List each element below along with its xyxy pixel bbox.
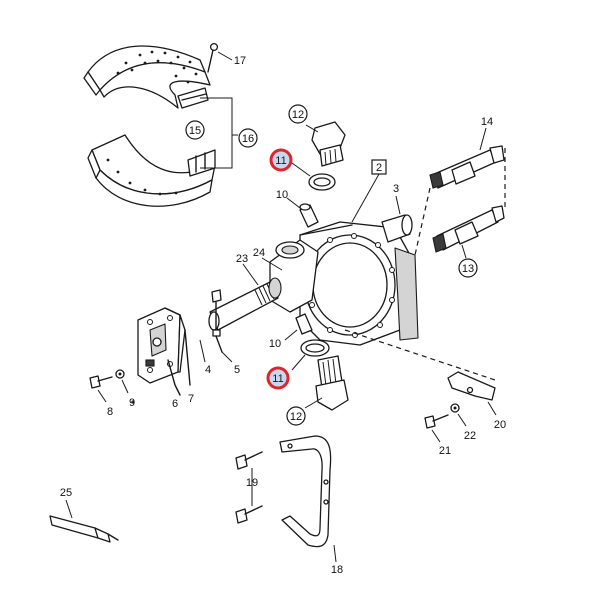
seal-11-upper-part (291, 162, 336, 191)
label-10-upper: 10 (276, 189, 288, 201)
cam-12-lower-part (304, 355, 349, 411)
bracket-18-part (279, 435, 337, 563)
slack-adjuster-13-part (432, 205, 505, 259)
label-circle-12-upper (288, 104, 308, 124)
label-24: 24 (253, 247, 265, 259)
label-19: 19 (246, 477, 258, 489)
bracket-16 (200, 97, 233, 169)
label-18: 18 (331, 564, 343, 576)
brake-shoe-upper (83, 45, 211, 109)
label-6: 6 (172, 398, 178, 410)
label-4: 4 (205, 364, 211, 376)
chamber-bracket-6-part (137, 307, 191, 396)
seal-11-lower-part (291, 339, 330, 371)
label-circle-13 (458, 258, 478, 278)
label-11-lower: 11 (272, 373, 283, 385)
label-9: 9 (129, 397, 135, 409)
label-circle-15 (185, 120, 205, 140)
label-circle-16 (238, 128, 258, 148)
axle-carrier (269, 221, 419, 346)
label-13: 13 (462, 263, 474, 275)
label-23: 23 (236, 253, 248, 265)
grease-tube-25-part (49, 499, 119, 543)
label-3: 3 (393, 183, 399, 195)
washer-22-part (450, 403, 467, 427)
bolts-19-part (235, 451, 263, 524)
label-21: 21 (439, 445, 451, 457)
highlight-11-lower: 11 (266, 366, 290, 390)
bolt-8-part (89, 369, 129, 403)
bushing-3-part (381, 195, 413, 243)
label-5: 5 (234, 364, 240, 376)
label-12-upper: 12 (292, 109, 304, 121)
cam-12-upper-part (305, 121, 346, 167)
label-14: 14 (481, 116, 493, 128)
label-20: 20 (494, 419, 506, 431)
pin-10-lower-part (284, 313, 313, 341)
pin-17-part (207, 42, 233, 73)
label-17: 17 (234, 55, 246, 67)
label-25: 25 (60, 487, 72, 499)
slack-adjuster-14-part (429, 127, 505, 189)
label-8: 8 (107, 406, 113, 418)
label-15: 15 (189, 125, 201, 137)
label-11-upper: 11 (275, 155, 286, 167)
dashed-leader-13 (414, 187, 431, 256)
highlight-11-upper: 11 (269, 148, 293, 172)
label-16: 16 (242, 133, 254, 145)
bolt-21-part (424, 414, 449, 443)
label-7: 7 (188, 393, 194, 405)
label-10-lower: 10 (269, 338, 281, 350)
bracket-20-part (447, 371, 497, 416)
label-circle-12-lower (286, 406, 306, 426)
brake-shoe-lower (87, 134, 216, 207)
label-2: 2 (376, 162, 382, 174)
bolt-5-part (199, 289, 233, 363)
label-22: 22 (464, 430, 476, 442)
label-12-lower: 12 (290, 411, 302, 423)
pin-10-upper-part (286, 197, 319, 228)
